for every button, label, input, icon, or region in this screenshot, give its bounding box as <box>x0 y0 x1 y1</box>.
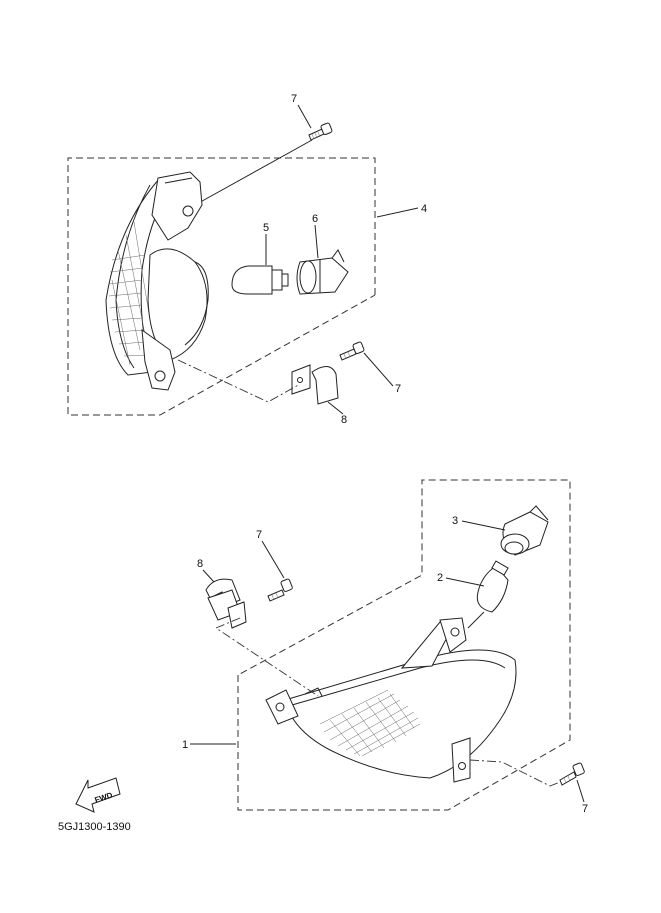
callout-8-lower: 8 <box>197 558 203 570</box>
bracket-8-lower <box>205 578 247 629</box>
callout-7-mid: 7 <box>395 383 401 395</box>
top-flasher-assembly: 7 4 5 6 7 8 <box>67 93 427 426</box>
socket-3 <box>500 505 549 556</box>
bracket-8-top-leader-line <box>177 359 301 403</box>
bulb-2-leader-line <box>467 611 485 629</box>
bracket-8-top <box>291 364 339 405</box>
callout-4: 4 <box>421 203 427 215</box>
assembly-4-boundary <box>67 157 376 416</box>
screw-7-top <box>308 122 333 141</box>
socket-6 <box>296 249 349 295</box>
fwd-arrow-icon: FWD <box>75 777 121 813</box>
flasher-lens-top <box>105 171 209 391</box>
assembly-1-boundary <box>237 479 571 811</box>
screw-7-mid <box>339 341 365 361</box>
callout-7-lower: 7 <box>256 529 262 541</box>
bulb-2 <box>476 560 509 613</box>
screw-7-lower <box>267 578 293 602</box>
bulb-5 <box>231 265 289 295</box>
flasher-lens-bottom <box>265 617 517 783</box>
callout-7-bottom: 7 <box>582 803 588 815</box>
callout-5: 5 <box>263 222 269 234</box>
callout-8-top: 8 <box>341 414 347 426</box>
callout-7-top: 7 <box>291 93 297 105</box>
callout-2: 2 <box>437 572 443 584</box>
catalog-number: 5GJ1300-1390 <box>58 821 131 833</box>
callout-1: 1 <box>182 739 188 751</box>
bracket-8-lower-leader-line <box>215 617 319 697</box>
screw-7-bottom <box>559 762 585 786</box>
callout-6: 6 <box>312 213 318 225</box>
screw-7-bottom-leader-line <box>469 759 561 787</box>
callout-3: 3 <box>452 515 458 527</box>
screw-7-top-leader-line <box>194 139 313 206</box>
bottom-flasher-assembly: 3 2 7 8 1 7 <box>182 479 588 815</box>
